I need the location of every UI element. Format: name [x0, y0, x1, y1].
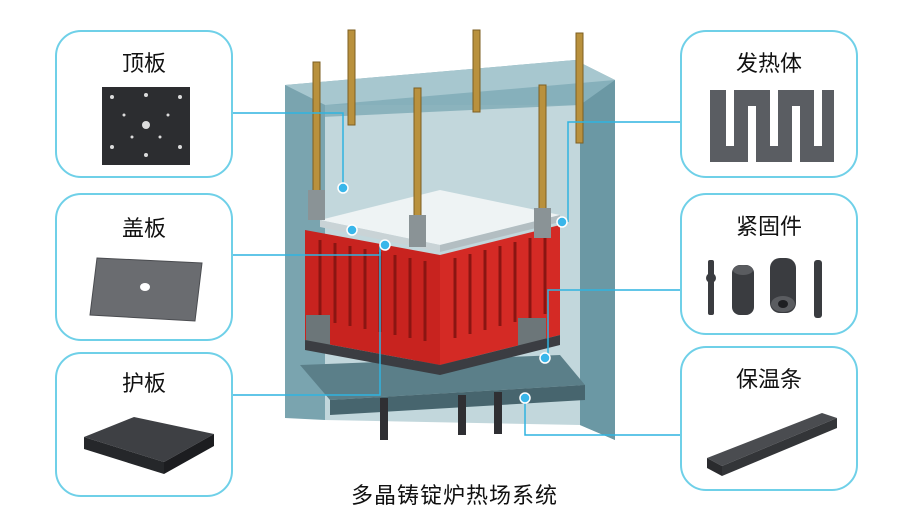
panel-label: 护板: [121, 372, 166, 397]
panel-label: 紧固件: [735, 215, 802, 240]
heater-image: [710, 90, 834, 162]
cover-plate: [320, 190, 560, 245]
diagram-caption: 多晶铸锭炉热场系统: [350, 484, 558, 509]
panel-heater: 发热体: [680, 30, 858, 178]
furnace-floor: [300, 355, 585, 400]
panel-top-plate: 顶板: [55, 30, 233, 178]
panel-label: 盖板: [121, 217, 166, 242]
panel-fasteners: 紧固件: [680, 193, 858, 335]
cover-plate-image: [89, 257, 203, 322]
insulation-strip-image: [707, 413, 837, 476]
guard-plate-image: [84, 417, 214, 474]
panel-label: 保温条: [735, 368, 802, 393]
panel-label: 顶板: [121, 52, 166, 77]
furnace-right-wall: [580, 80, 615, 440]
panel-label: 发热体: [735, 52, 802, 77]
heater-front-left: [305, 230, 440, 365]
top-plate-image: [102, 87, 190, 165]
fasteners-image: [706, 258, 822, 318]
panel-insulation-strip: 保温条: [680, 346, 858, 491]
panel-cover-plate: 盖板: [55, 193, 233, 341]
panel-guard-plate: 护板: [55, 352, 233, 497]
